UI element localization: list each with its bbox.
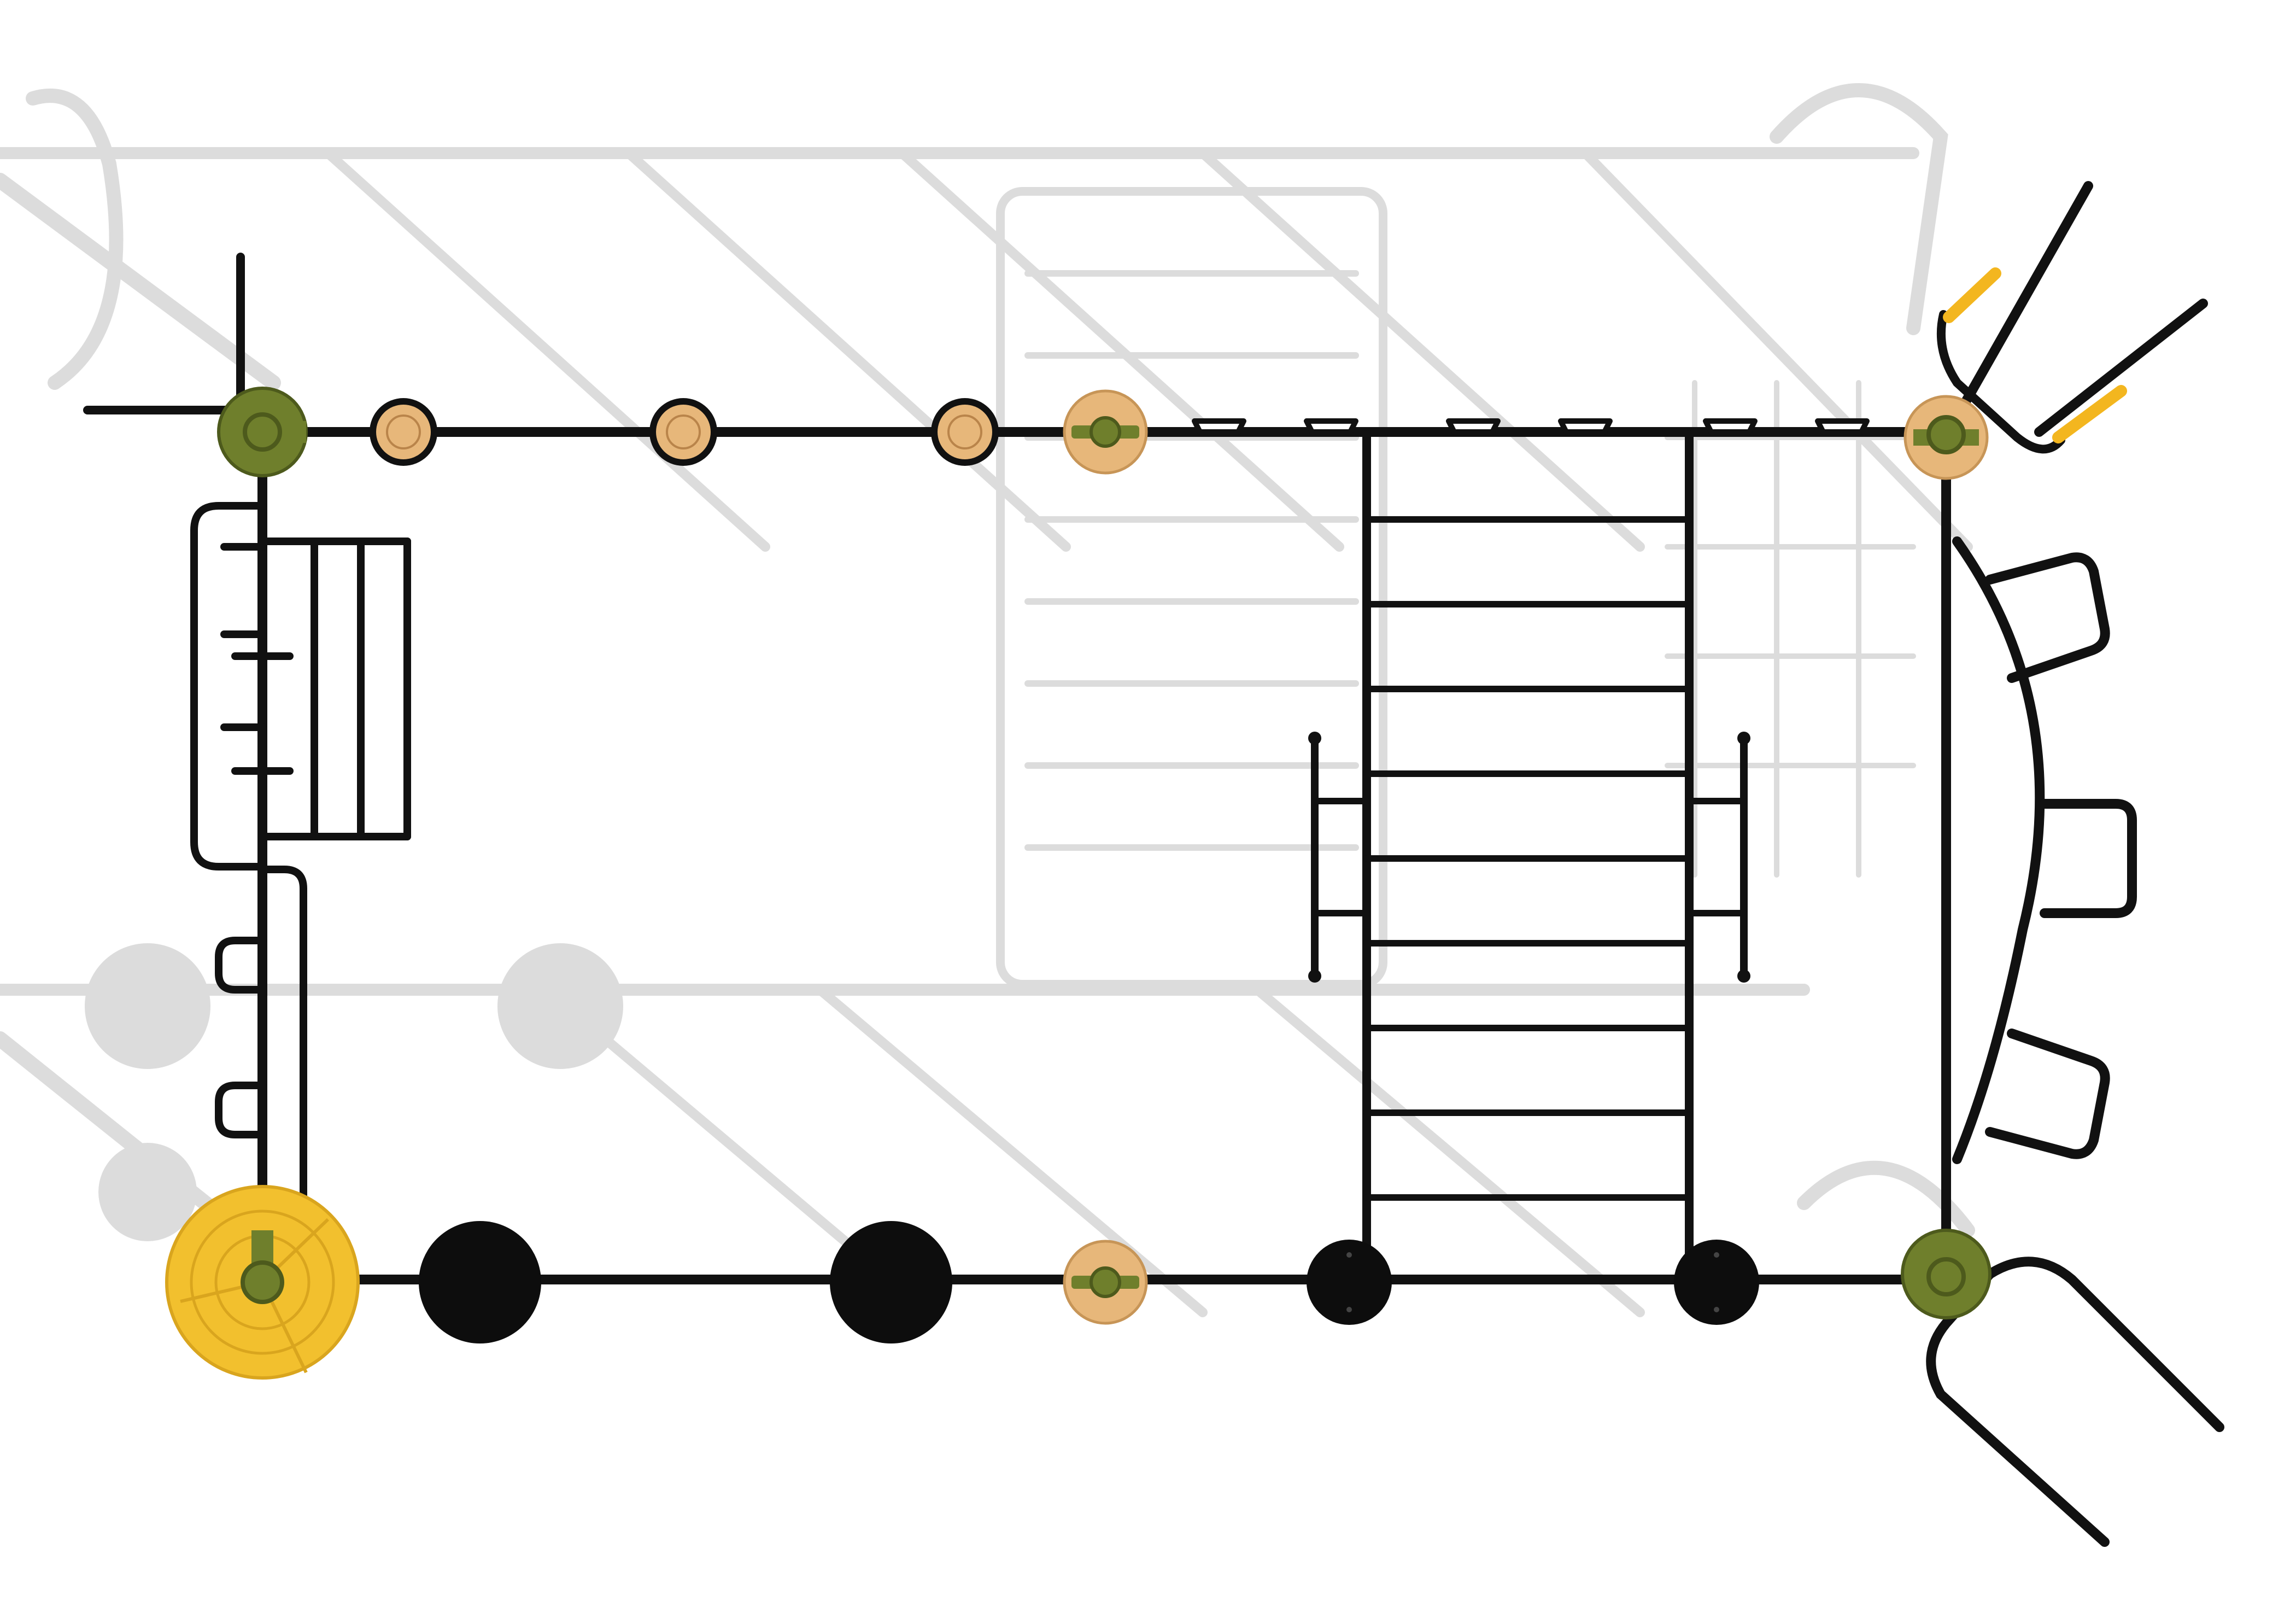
shadow-discs xyxy=(85,943,623,1241)
monkey-bar-ladder xyxy=(1311,430,1748,1273)
post-top-right xyxy=(1903,395,1989,480)
black-step-disc-1 xyxy=(419,1221,541,1343)
post-top-left xyxy=(217,387,308,477)
shadow-layer xyxy=(0,83,1975,1317)
wood-disc-2 xyxy=(649,398,717,466)
post-bottom-left xyxy=(241,1230,284,1304)
right-curved-rail xyxy=(1952,536,2137,1164)
ladder-bolts xyxy=(1308,732,1750,983)
left-step-platform xyxy=(190,502,411,1201)
wood-disc-1 xyxy=(370,398,437,466)
black-step-disc-4 xyxy=(1674,1240,1759,1325)
post-bottom-right xyxy=(1901,1229,1992,1319)
wood-disc-bottom xyxy=(1063,1240,1148,1325)
black-step-disc-3 xyxy=(1307,1240,1392,1325)
wood-disc-4 xyxy=(1063,389,1148,475)
black-step-disc-2 xyxy=(830,1221,952,1343)
top-right-grips xyxy=(1936,181,2208,454)
wood-disc-3 xyxy=(931,398,999,466)
hanging-grips-top xyxy=(1192,418,1870,435)
